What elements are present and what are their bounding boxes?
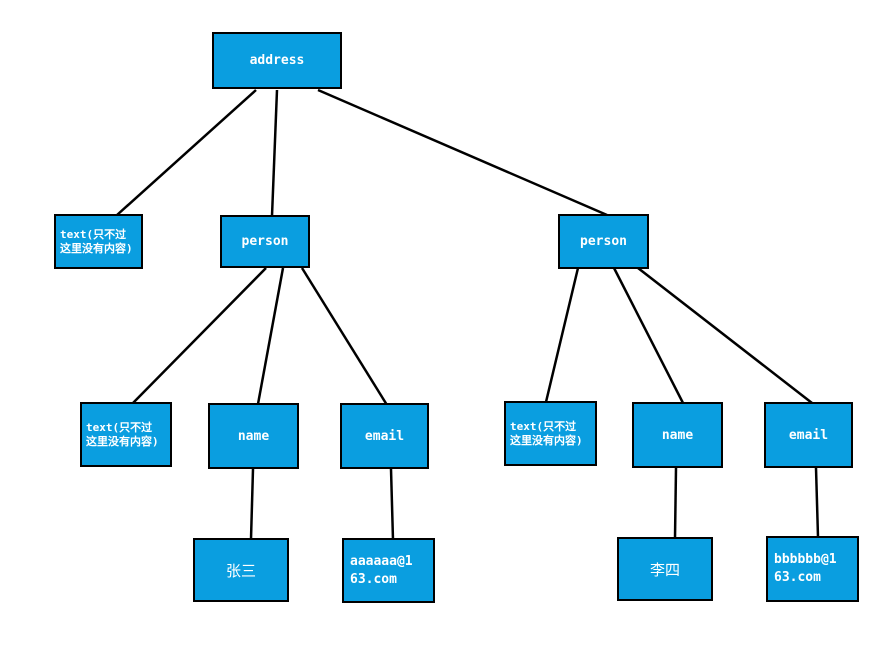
edge-person2-email [637,267,813,404]
edge-name1-value [249,468,255,540]
edge-person1-email [300,267,389,406]
edge-address-person1 [270,89,279,217]
edge-person2-text [544,267,580,403]
node-value-name-2: 李四 [617,537,713,601]
edge-person1-name [256,267,285,405]
edge-address-text [116,89,257,216]
node-name-1: name [208,403,299,469]
node-text-person-1: text(只不过 这里没有内容) [80,402,172,467]
edge-address-person2 [317,88,608,217]
edge-person1-text [132,267,267,404]
edge-email1-value [389,468,395,541]
node-email-1: email [340,403,429,469]
node-text-person-2: text(只不过 这里没有内容) [504,401,597,466]
node-address: address [212,32,342,89]
node-value-email-2: bbbbbb@1 63.com [766,536,859,602]
edge-name2-value [673,467,678,539]
node-value-name-1: 张三 [193,538,289,602]
edge-email2-value [814,467,820,538]
node-name-2: name [632,402,723,468]
node-person-1: person [220,215,310,268]
node-email-2: email [764,402,853,468]
node-value-email-1: aaaaaa@1 63.com [342,538,435,603]
edge-person2-name [612,267,685,404]
node-text-root: text(只不过 这里没有内容) [54,214,143,269]
node-person-2: person [558,214,649,269]
